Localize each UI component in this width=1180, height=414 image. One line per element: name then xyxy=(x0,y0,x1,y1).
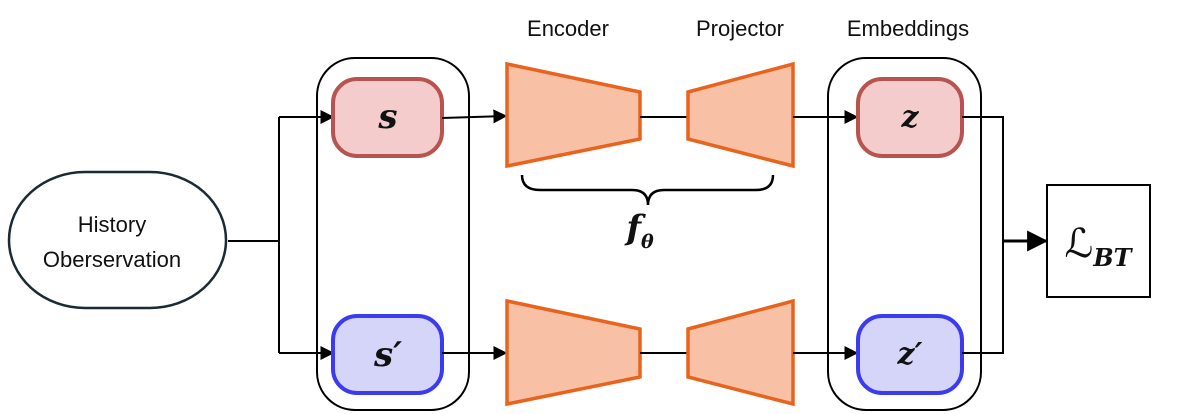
input-label-line2: Oberservation xyxy=(43,247,181,272)
arrow-s-to-encoder xyxy=(441,109,508,124)
history-observation-node xyxy=(7,170,228,310)
projector-top-trapezoid xyxy=(686,61,795,169)
view-s-symbol: s xyxy=(377,97,397,137)
encoder-label: Encoder xyxy=(527,16,609,41)
embedding-z-symbol: z xyxy=(900,100,919,135)
loss-box xyxy=(1046,184,1151,298)
embeddings-merge-connector xyxy=(962,116,1004,354)
projector-label: Projector xyxy=(696,16,784,41)
view-s-prime-node xyxy=(331,314,444,395)
loss-symbol: ℒBT xyxy=(1065,221,1134,272)
views-group xyxy=(316,57,470,411)
input-split-connector xyxy=(228,117,280,353)
encoder-bottom-trapezoid xyxy=(505,298,642,407)
f-theta-brace xyxy=(520,174,775,206)
projector-bottom-trapezoid xyxy=(686,298,795,407)
input-label-line1: History xyxy=(78,212,146,237)
encoder-top-trapezoid xyxy=(505,61,642,169)
embeddings-group xyxy=(827,57,982,411)
f-theta-label: fθ xyxy=(624,208,654,253)
embeddings-label: Embeddings xyxy=(847,16,969,41)
embedding-z-prime-symbol: z′ xyxy=(897,337,923,372)
embedding-z-prime-node xyxy=(856,314,964,395)
view-s-prime-symbol: s′ xyxy=(373,335,402,375)
